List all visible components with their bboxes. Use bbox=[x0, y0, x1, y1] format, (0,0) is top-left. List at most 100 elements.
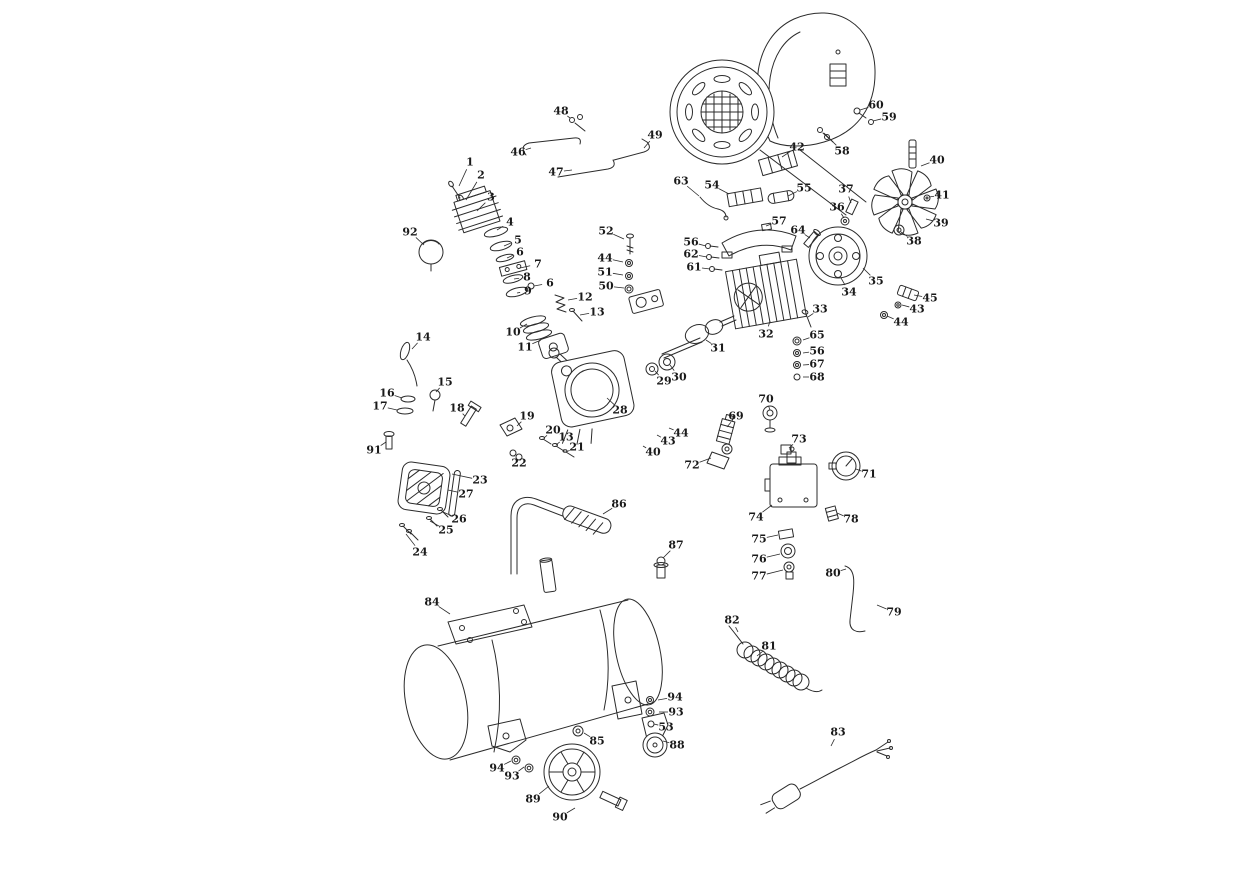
lead-wire-icon bbox=[699, 196, 729, 221]
part-label: 31 bbox=[710, 341, 726, 355]
small-fasteners-right-icon bbox=[840, 194, 931, 236]
bolt-91-icon bbox=[383, 431, 395, 450]
spring-icon bbox=[554, 294, 583, 322]
part-label: 55 bbox=[796, 181, 812, 195]
part-label: 29 bbox=[656, 374, 672, 388]
part-label: 69 bbox=[728, 409, 744, 423]
part-label: 89 bbox=[525, 792, 541, 806]
part-label: 67 bbox=[809, 357, 825, 371]
part-label: 1 bbox=[466, 155, 474, 169]
handle-rod-47-icon bbox=[557, 159, 615, 178]
part-label: 54 bbox=[704, 178, 720, 192]
part-label: 49 bbox=[647, 128, 663, 142]
part-label: 74 bbox=[748, 510, 764, 524]
part-label: 88 bbox=[669, 738, 685, 752]
part-label: 64 bbox=[790, 223, 806, 237]
vent-plate-icon bbox=[757, 149, 799, 177]
part-label: 87 bbox=[668, 538, 684, 552]
part-label: 20 bbox=[545, 423, 561, 437]
part-label: 51 bbox=[597, 265, 613, 279]
part-label: 24 bbox=[412, 545, 428, 559]
fan-cover-icon bbox=[669, 59, 775, 165]
part-label: 48 bbox=[553, 104, 569, 118]
drain-plug-icon bbox=[572, 725, 584, 737]
part-label: 8 bbox=[523, 270, 531, 284]
caster-icon bbox=[641, 712, 669, 758]
part-label: 72 bbox=[684, 458, 700, 472]
part-label: 85 bbox=[589, 734, 605, 748]
washers-right-icon bbox=[880, 301, 902, 319]
part-label: 77 bbox=[751, 569, 767, 583]
part-label: 15 bbox=[437, 375, 453, 389]
tank-icon bbox=[403, 557, 663, 761]
part-label: 6 bbox=[546, 276, 554, 290]
part-label: 52 bbox=[598, 224, 614, 238]
part-label: 33 bbox=[812, 302, 828, 316]
dipstick-icon bbox=[399, 341, 418, 387]
part-label: 39 bbox=[933, 216, 949, 230]
part-label: 62 bbox=[683, 247, 699, 261]
part-label: 57 bbox=[771, 214, 787, 228]
small-bolts-20-21-icon bbox=[509, 436, 575, 461]
part-label: 43 bbox=[909, 302, 925, 316]
copper-tube-icon bbox=[844, 565, 866, 633]
part-label: 16 bbox=[379, 386, 395, 400]
part-label: 44 bbox=[893, 315, 909, 329]
pins-48-icon bbox=[569, 114, 586, 132]
bracket-19-icon bbox=[499, 417, 523, 437]
part-label: 71 bbox=[861, 467, 877, 481]
part-label: 23 bbox=[472, 473, 488, 487]
part-label: 3 bbox=[487, 190, 495, 204]
part-label: 2 bbox=[477, 168, 485, 182]
washer-stack-icon bbox=[792, 336, 802, 381]
part-label: 59 bbox=[881, 110, 897, 124]
part-label: 42 bbox=[789, 140, 805, 154]
part-label: 17 bbox=[372, 399, 388, 413]
part-label: 73 bbox=[791, 432, 807, 446]
part-label: 46 bbox=[510, 145, 526, 159]
bracket-bolt-stack-icon bbox=[624, 233, 634, 294]
part-label: 84 bbox=[424, 595, 440, 609]
cylinder-head-icon bbox=[451, 185, 504, 234]
crankshaft-icon bbox=[661, 315, 737, 359]
part-label: 34 bbox=[841, 285, 857, 299]
fitting-69-icon bbox=[715, 414, 736, 445]
part-label: 12 bbox=[577, 290, 593, 304]
bearing-sleeve-icon bbox=[896, 284, 920, 302]
part-label: 21 bbox=[569, 440, 585, 454]
pressure-switch-icon bbox=[764, 456, 818, 508]
part-label: 44 bbox=[597, 251, 613, 265]
handle-grip-icon bbox=[562, 505, 612, 535]
part-label: 11 bbox=[517, 340, 533, 354]
part-label: 40 bbox=[929, 153, 945, 167]
part-label: 38 bbox=[906, 234, 922, 248]
terminal-board-icon bbox=[726, 187, 764, 208]
motor-saddle-icon bbox=[721, 229, 797, 259]
pressure-gauge-icon bbox=[828, 451, 861, 481]
part-label: 32 bbox=[758, 327, 774, 341]
stator-icon bbox=[725, 251, 807, 330]
piston-rings-icon bbox=[519, 315, 553, 341]
part-label: 14 bbox=[415, 330, 431, 344]
part-label: 25 bbox=[438, 523, 454, 537]
part-label: 26 bbox=[451, 512, 467, 526]
part-label: 92 bbox=[402, 225, 418, 239]
power-cord-icon bbox=[760, 739, 893, 814]
part-label: 90 bbox=[552, 810, 568, 824]
part-label: 61 bbox=[686, 260, 702, 274]
part-label: 70 bbox=[758, 392, 774, 406]
capacitor-icon bbox=[418, 239, 444, 272]
bearings-icon bbox=[645, 353, 676, 376]
piston-icon bbox=[538, 332, 569, 359]
part-label: 10 bbox=[505, 325, 521, 339]
part-label: 40 bbox=[645, 445, 661, 459]
part-label: 91 bbox=[366, 443, 382, 457]
part-label: 56 bbox=[809, 344, 825, 358]
part-label: 6 bbox=[516, 245, 524, 259]
handle-rod-46-icon bbox=[522, 137, 581, 156]
wheel-icon bbox=[543, 743, 601, 801]
axle-bolt-icon bbox=[599, 790, 628, 811]
part-label: 75 bbox=[751, 532, 767, 546]
part-label: 83 bbox=[830, 725, 846, 739]
